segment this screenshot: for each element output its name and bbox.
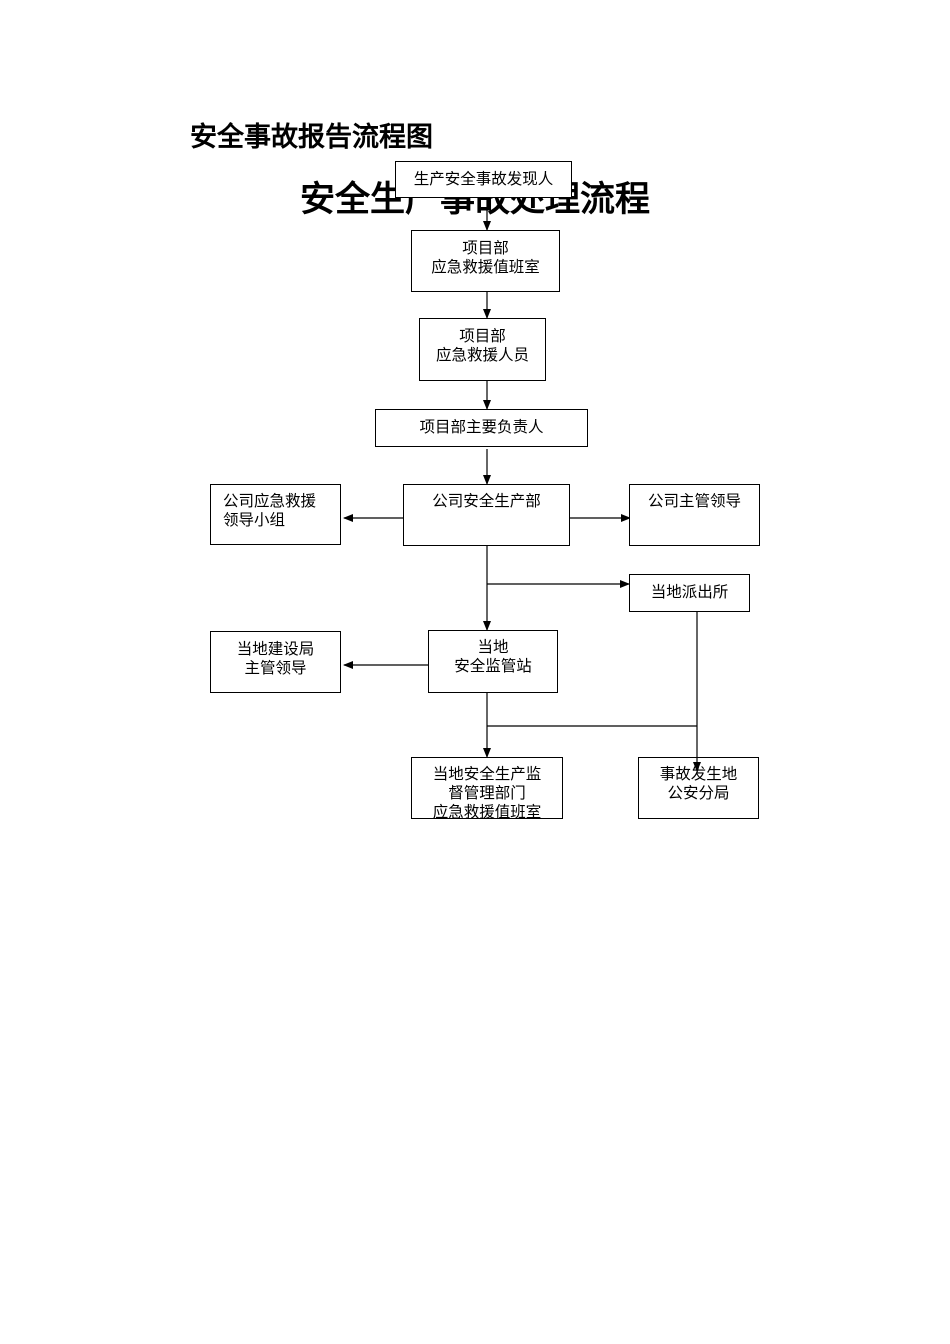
node-project-duty-room-line-2: 应急救援值班室 bbox=[431, 258, 540, 276]
node-company-leader: 公司主管领导 bbox=[629, 484, 760, 546]
document-title: 安全事故报告流程图 bbox=[190, 122, 433, 153]
node-company-safety-dept-line-1: 公司安全生产部 bbox=[432, 492, 541, 510]
node-project-rescue-staff: 项目部 应急救援人员 bbox=[419, 318, 546, 381]
node-company-safety-dept: 公司安全生产部 bbox=[403, 484, 570, 546]
node-project-head: 项目部主要负责人 bbox=[375, 409, 588, 447]
node-local-police-station: 当地派出所 bbox=[629, 574, 750, 612]
node-project-duty-room: 项目部 应急救援值班室 bbox=[411, 230, 560, 292]
node-local-safety-station-line-2: 安全监管站 bbox=[454, 657, 532, 675]
node-police-sub-bureau-line-2: 公安分局 bbox=[667, 784, 730, 802]
node-police-sub-bureau: 事故发生地 公安分局 bbox=[638, 757, 759, 819]
node-local-supervision-duty-room-line-1: 当地安全生产监 bbox=[432, 765, 542, 783]
node-company-rescue-group-line-1: 公司应急救援 bbox=[223, 492, 317, 510]
node-discoverer-line-1: 生产安全事故发现人 bbox=[413, 170, 554, 188]
node-local-construction-bureau-line-2: 主管领导 bbox=[244, 659, 307, 677]
node-company-rescue-group-line-2: 领导小组 bbox=[223, 511, 286, 529]
node-local-construction-bureau: 当地建设局 主管领导 bbox=[210, 631, 341, 693]
node-local-supervision-duty-room-line-2: 督管理部门 bbox=[448, 784, 526, 802]
node-local-supervision-duty-room-line-3: 应急救援值班室 bbox=[432, 803, 542, 819]
node-local-construction-bureau-line-1: 当地建设局 bbox=[236, 640, 315, 658]
node-discoverer: 生产安全事故发现人 bbox=[395, 161, 572, 198]
node-local-safety-station: 当地 安全监管站 bbox=[428, 630, 558, 693]
node-company-rescue-group: 公司应急救援 领导小组 bbox=[210, 484, 341, 545]
node-local-supervision-duty-room: 当地安全生产监 督管理部门 应急救援值班室 bbox=[411, 757, 563, 819]
node-company-leader-line-1: 公司主管领导 bbox=[647, 492, 741, 510]
node-local-police-station-line-1: 当地派出所 bbox=[650, 583, 729, 601]
node-local-safety-station-line-1: 当地 bbox=[477, 638, 509, 656]
node-project-rescue-staff-line-2: 应急救援人员 bbox=[435, 346, 529, 364]
node-police-sub-bureau-line-1: 事故发生地 bbox=[659, 765, 738, 783]
node-project-duty-room-line-1: 项目部 bbox=[462, 239, 509, 257]
node-project-rescue-staff-line-1: 项目部 bbox=[459, 327, 506, 345]
node-project-head-line-1: 项目部主要负责人 bbox=[419, 418, 544, 436]
